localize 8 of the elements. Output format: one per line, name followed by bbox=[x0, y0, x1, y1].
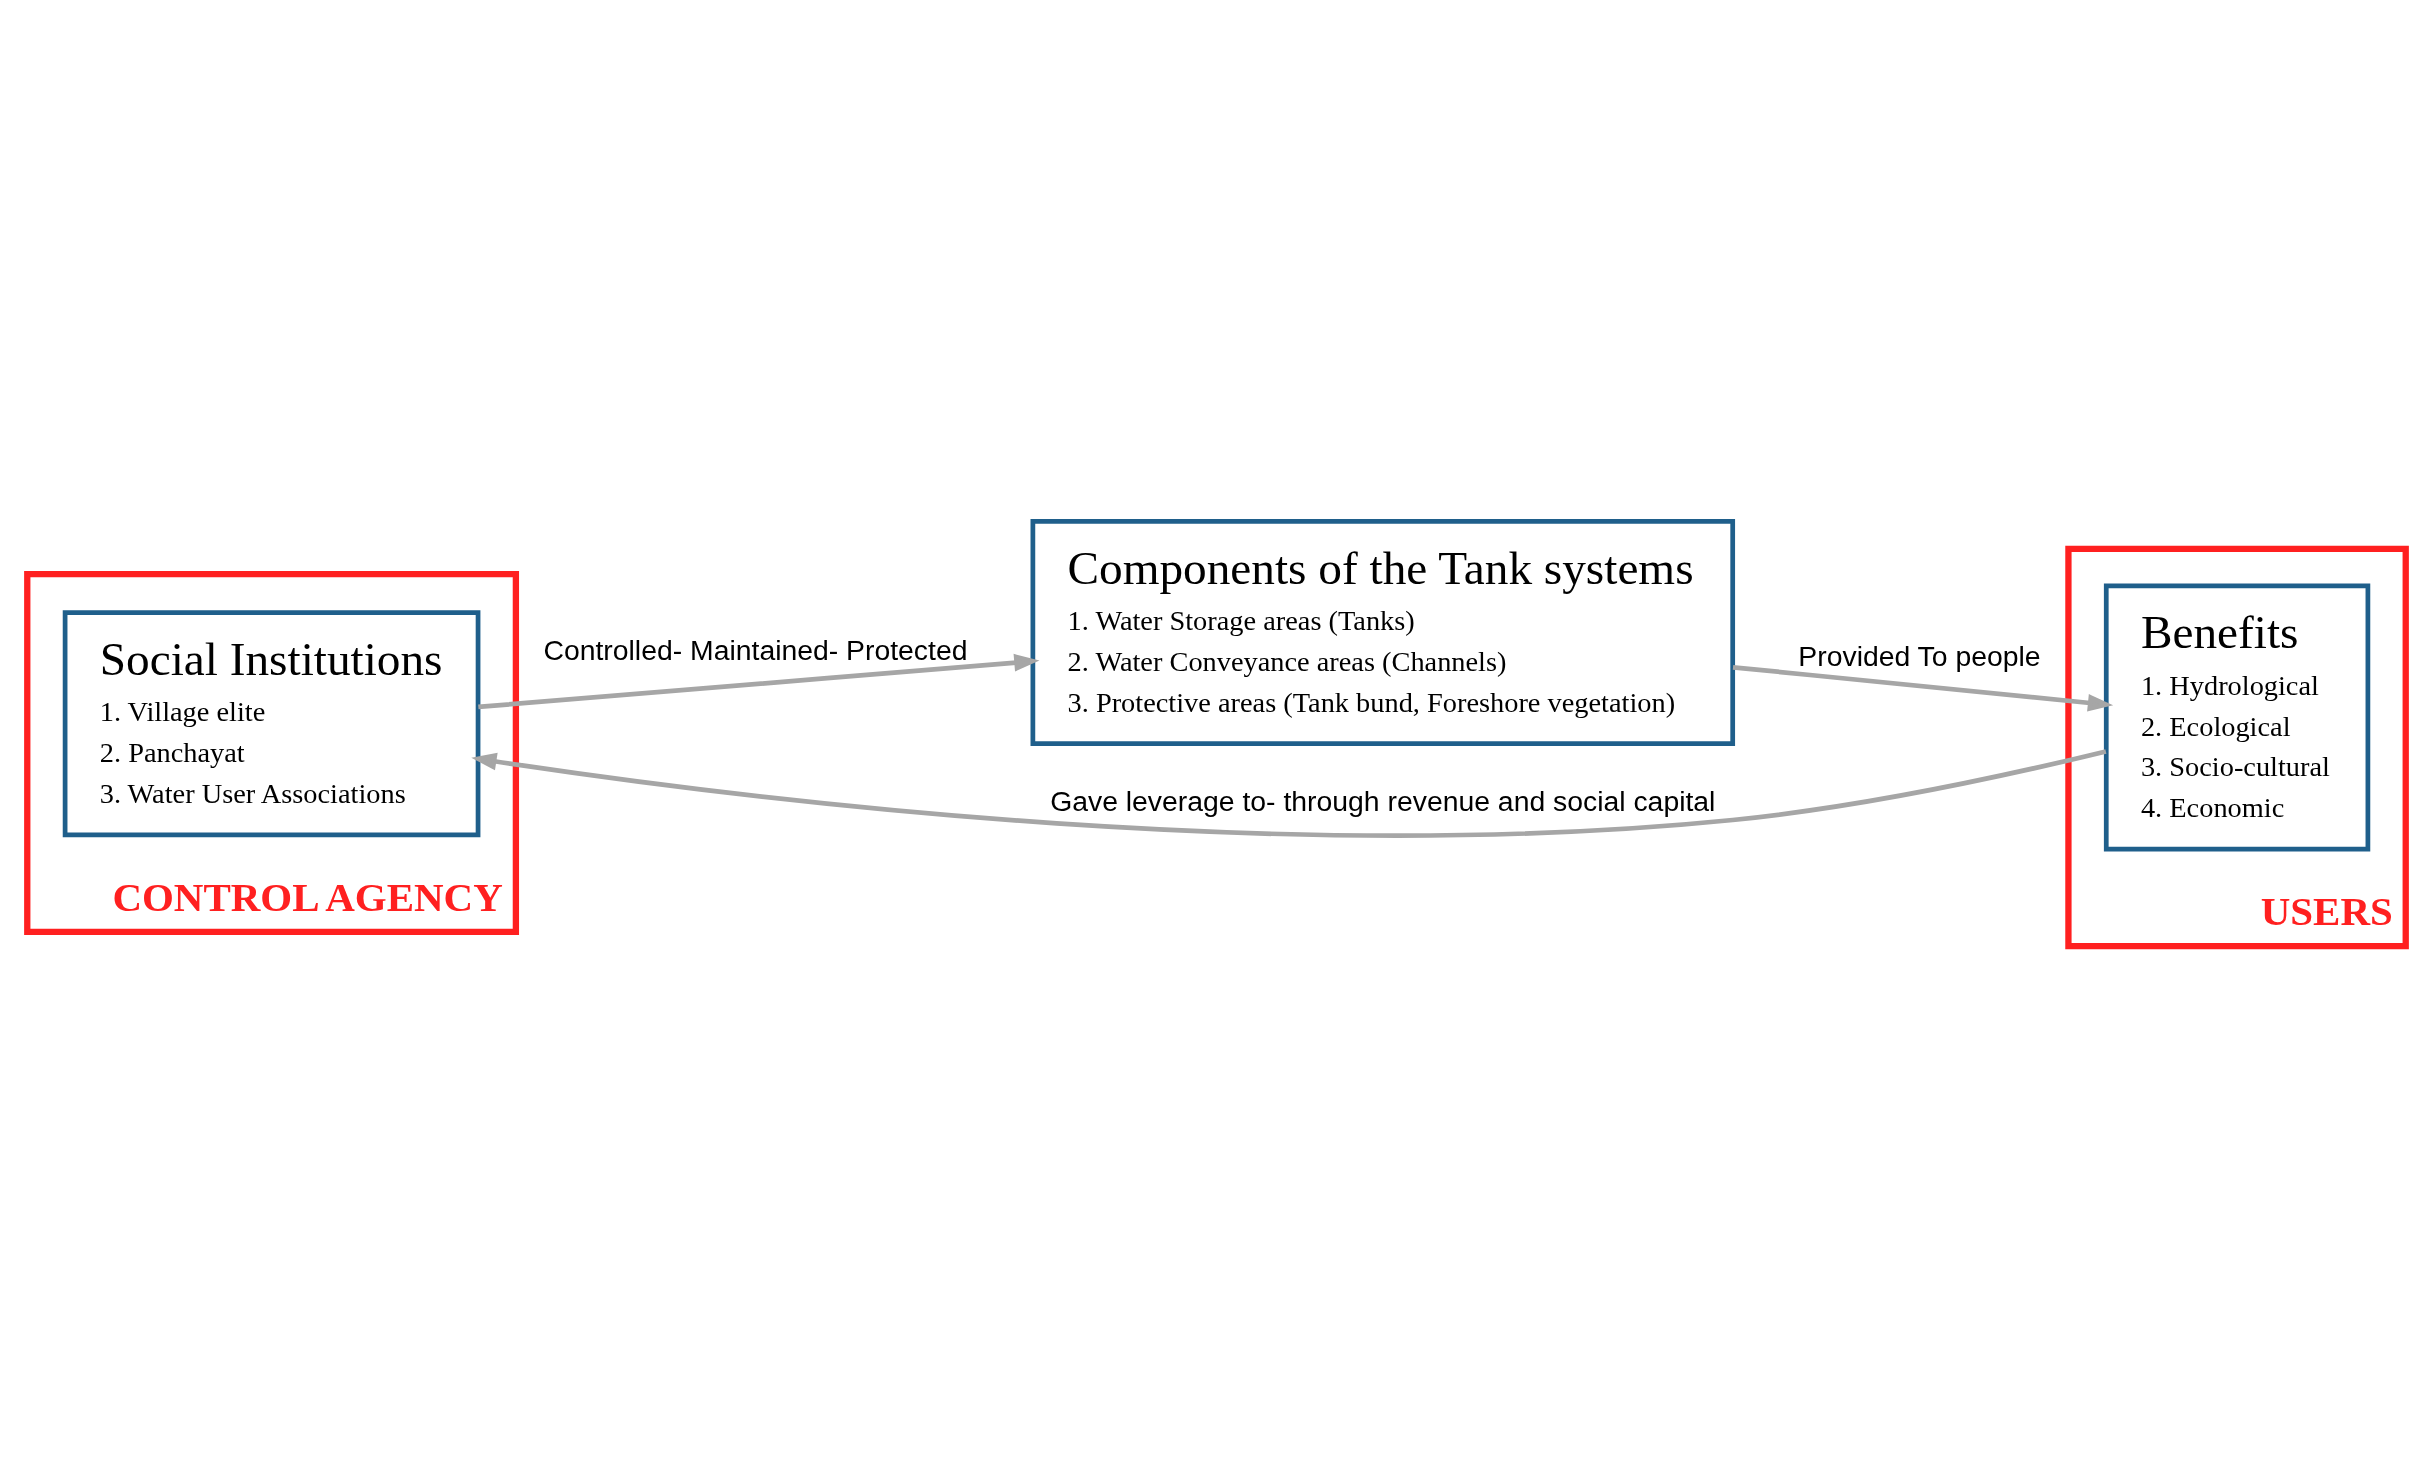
arrow bbox=[471, 748, 2107, 838]
edge-label: Controlled- Maintained- Protected bbox=[543, 633, 968, 666]
edge-label: Provided To people bbox=[1798, 639, 2041, 672]
arrow bbox=[1732, 664, 2114, 712]
edge-label: Gave leverage to- through revenue and social capital bbox=[1050, 784, 1716, 817]
node-box: Components of the Tank systems 1. Water Storage areas (Tanks) 2. Water Conveyance areas (Channels) 3. Protective areas (Tank bund, Foreshore vegetation) bbox=[1030, 518, 1736, 746]
node-box: Benefits 1. Hydrological 2. Ecological 3. Socio-cultural 4. Economic bbox=[2103, 583, 2371, 851]
node-box: Social Institutions 1. Village elite 2. Panchayat 3. Water User Associations bbox=[62, 609, 481, 837]
